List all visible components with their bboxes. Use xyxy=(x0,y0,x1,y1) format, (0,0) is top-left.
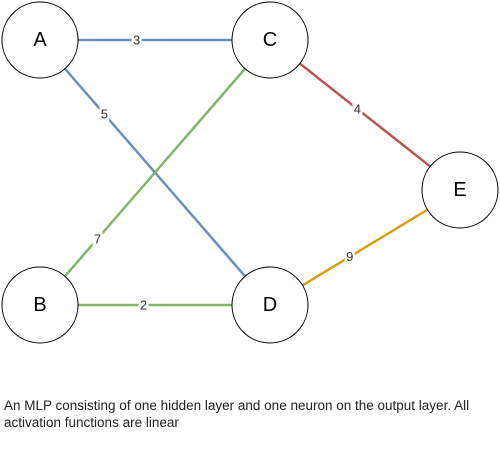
diagram-caption: An MLP consisting of one hidden layer an… xyxy=(4,398,470,430)
node-B: B xyxy=(1,266,79,344)
edge-label-background xyxy=(344,249,355,264)
edge-label-background xyxy=(138,298,149,312)
edge-label-background xyxy=(99,107,110,122)
node-circle xyxy=(421,151,499,229)
edge-weight-A-C: 3 xyxy=(133,33,140,48)
node-label: A xyxy=(33,29,47,51)
node-circle xyxy=(1,1,79,79)
node-label: B xyxy=(33,294,46,316)
edge-label-background xyxy=(352,102,363,116)
edge-weight-A-D: 5 xyxy=(101,107,108,122)
edge-label-background xyxy=(131,33,142,47)
node-circle xyxy=(1,266,79,344)
node-C: C xyxy=(231,1,309,79)
nodes-layer: A B C D E xyxy=(1,1,499,344)
node-label: E xyxy=(453,179,466,201)
node-label: C xyxy=(263,29,277,51)
edge-D-E xyxy=(301,208,429,287)
edge-weight-B-D: 2 xyxy=(140,298,147,313)
node-circle xyxy=(231,1,309,79)
edges-layer: 3 5 7 2 4 9 xyxy=(63,33,431,313)
edge-label-background xyxy=(92,231,103,246)
edge-weight-C-E: 4 xyxy=(354,102,361,117)
node-A: A xyxy=(1,1,79,79)
edge-weight-D-E: 9 xyxy=(346,249,353,264)
node-circle xyxy=(231,266,309,344)
edge-C-E xyxy=(299,62,431,168)
node-D: D xyxy=(231,266,309,344)
mlp-diagram: 3 5 7 2 4 9 A B C D E xyxy=(1,1,499,344)
node-label: D xyxy=(263,294,277,316)
node-E: E xyxy=(421,151,499,229)
edge-weight-B-C: 7 xyxy=(94,231,101,246)
